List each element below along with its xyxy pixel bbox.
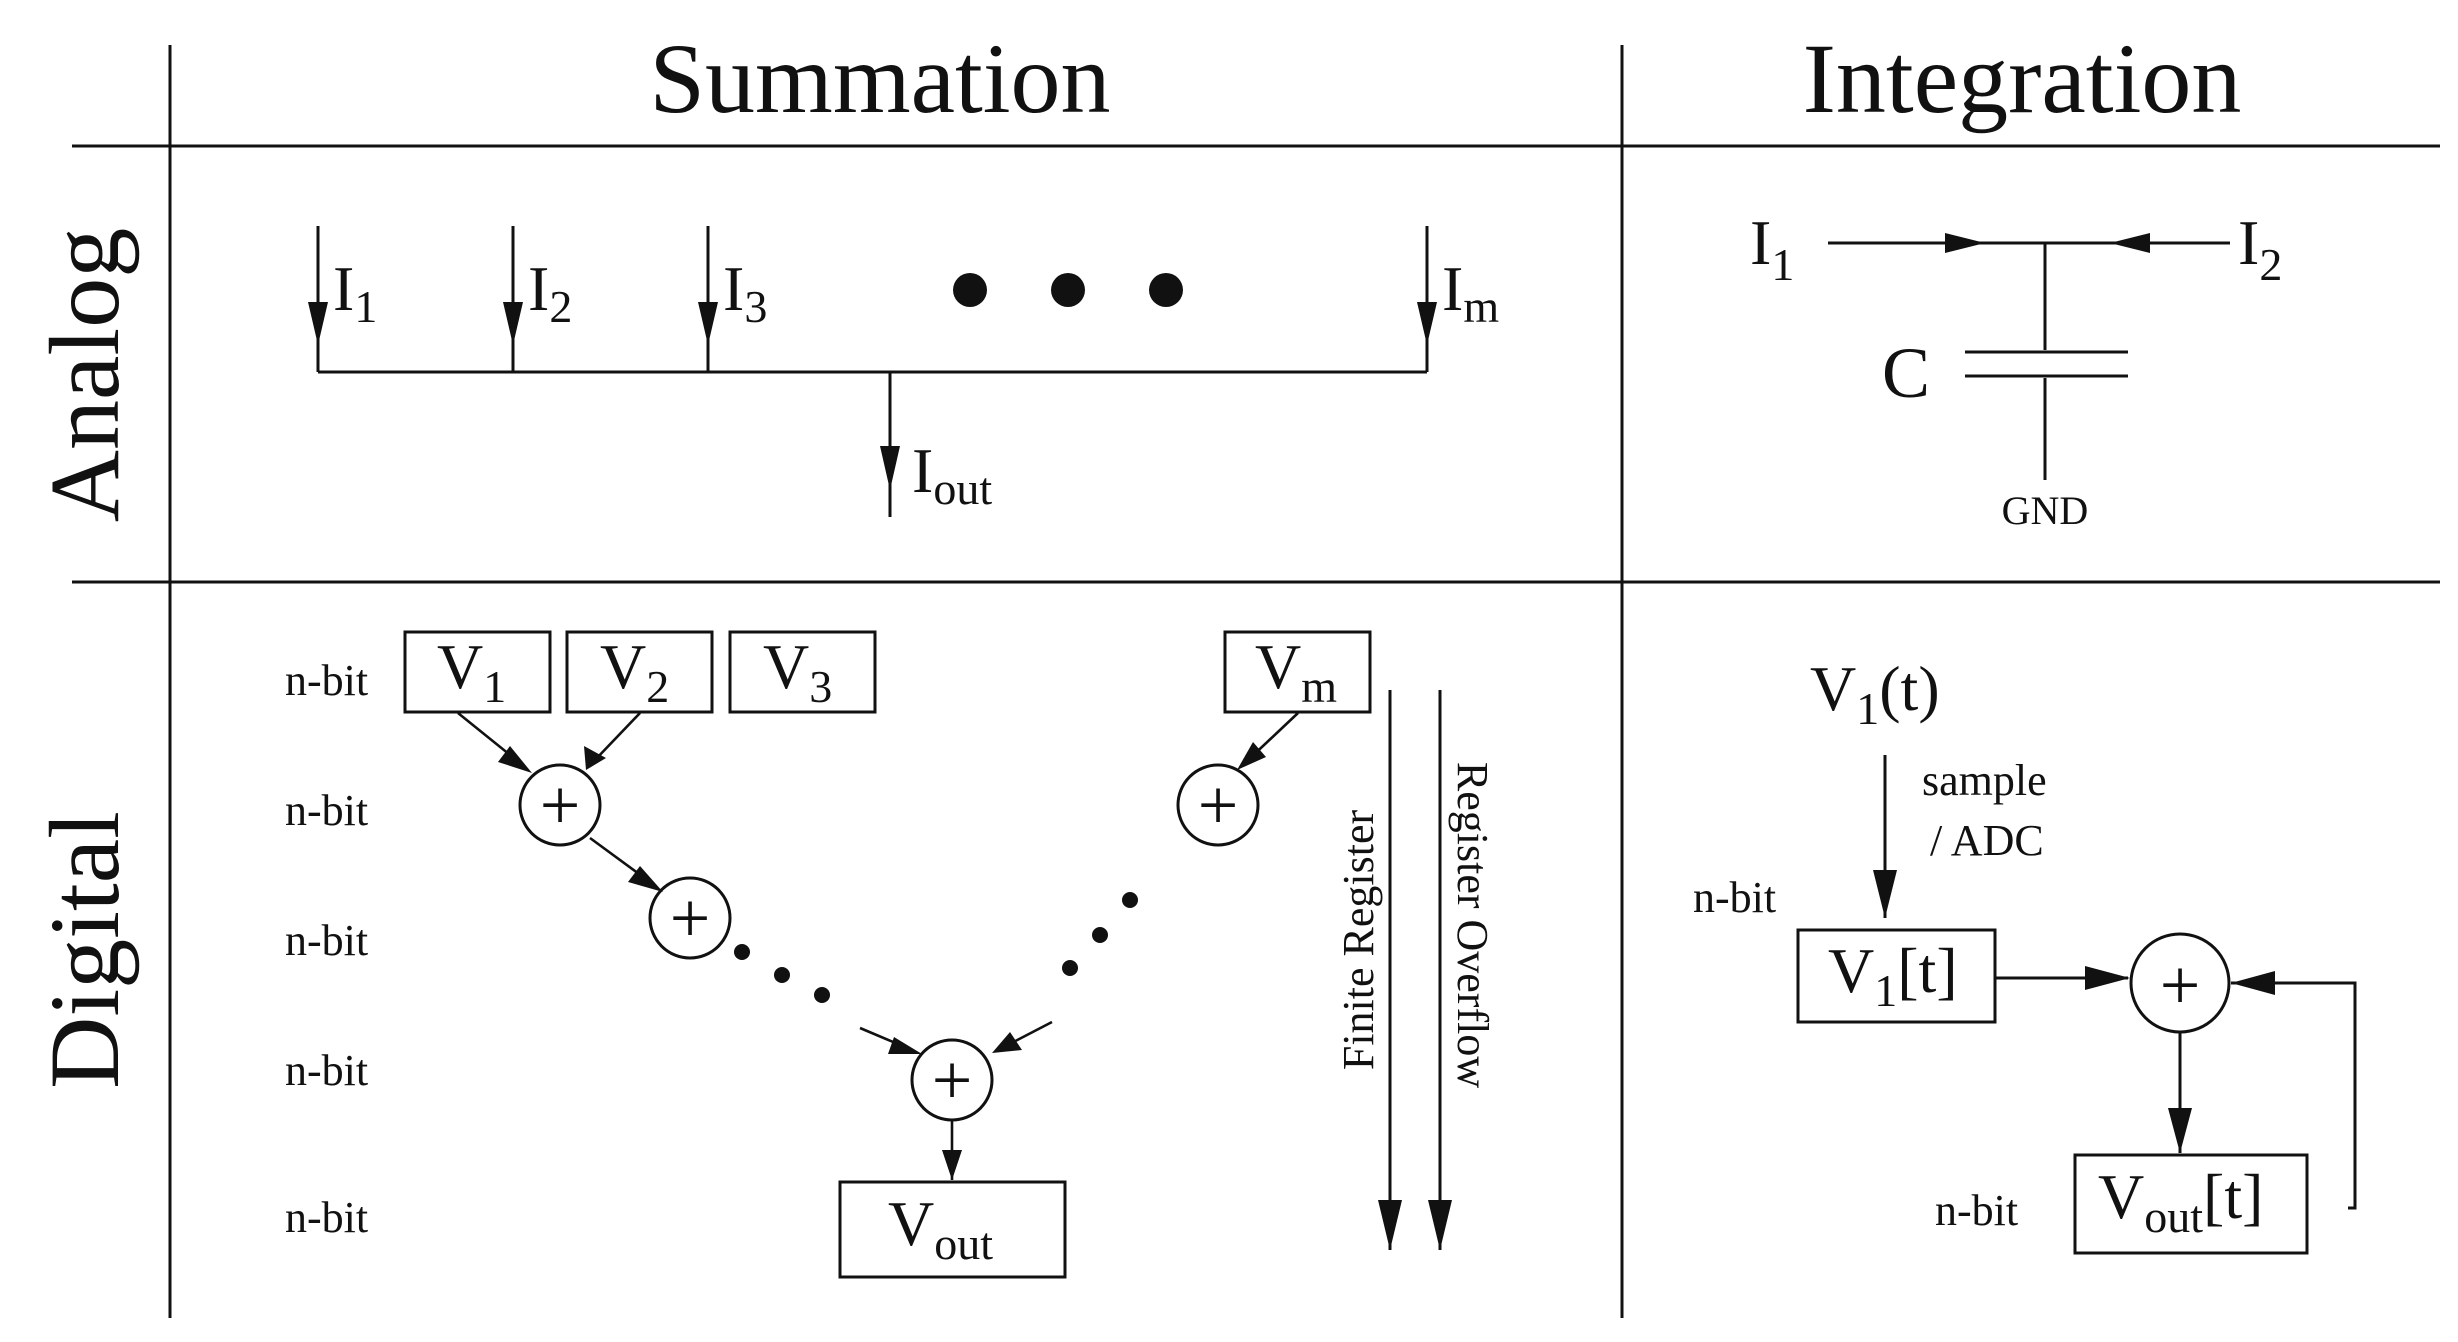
analog-input-label: Im — [1442, 253, 1499, 332]
register-overflow-label: Register Overflow — [1448, 762, 1497, 1088]
bit-label: n-bit — [285, 656, 368, 705]
ellipsis-dot — [1051, 273, 1085, 307]
sampled-register-label: V1[t] — [1828, 935, 1958, 1016]
output-register-label: Vout — [888, 1188, 993, 1269]
bit-label: n-bit — [1693, 873, 1776, 922]
integration-input-left-label: I1 — [1750, 207, 1794, 290]
svg-text:+: + — [670, 878, 711, 958]
ellipsis-dot — [774, 967, 790, 983]
svg-text:+: + — [2160, 945, 2201, 1025]
sample-label: sample — [1922, 756, 2047, 805]
bit-label: n-bit — [285, 916, 368, 965]
adder-node: + — [2129, 932, 2231, 1034]
finite-register-label: Finite Register — [1334, 810, 1383, 1071]
svg-text:+: + — [540, 765, 581, 845]
bit-label: n-bit — [285, 1046, 368, 1095]
summation-tree-arrows — [457, 711, 1299, 1180]
analog-input-label: I3 — [723, 253, 767, 332]
register-box — [565, 630, 714, 714]
header-summation: Summation — [649, 23, 1110, 134]
signal-label: V1(t) — [1810, 653, 1940, 734]
register-label: V3 — [763, 631, 832, 712]
register-box — [1223, 630, 1372, 714]
capacitor-label: C — [1882, 333, 1930, 413]
adc-label: / ADC — [1930, 816, 2044, 865]
table-grid — [72, 45, 2440, 1318]
ellipsis-dot — [1149, 273, 1183, 307]
ellipsis-dot — [1062, 960, 1078, 976]
bit-label: n-bit — [285, 1193, 368, 1242]
sample-arrow — [1873, 755, 1897, 918]
svg-text:+: + — [932, 1040, 973, 1120]
accumulator-register-label: Vout[t] — [2098, 1161, 2263, 1242]
header-digital: Digital — [29, 811, 140, 1089]
sampled-register-box — [1796, 928, 1997, 1024]
ellipsis-dot — [814, 987, 830, 1003]
analog-integration-circuit — [1828, 233, 2230, 480]
header-integration: Integration — [1803, 23, 2242, 134]
integration-input-right-label: I2 — [2238, 207, 2282, 290]
accumulator-register-box — [2073, 1153, 2309, 1255]
analog-summation-circuit — [308, 226, 1437, 517]
ellipsis-dot — [953, 273, 987, 307]
adder-node: + — [910, 1038, 994, 1122]
analog-input-label: I2 — [528, 253, 572, 332]
register-label: V1 — [437, 631, 506, 712]
ellipsis-dot — [1092, 927, 1108, 943]
adder-node: + — [518, 763, 602, 847]
adder-node: + — [1176, 763, 1260, 847]
ellipsis-dot — [1122, 892, 1138, 908]
header-analog: Analog — [29, 228, 140, 522]
bit-label: n-bit — [1935, 1186, 2018, 1235]
ellipsis-dot — [734, 944, 750, 960]
register-label: Vm — [1255, 631, 1337, 712]
output-register-box — [838, 1180, 1067, 1279]
analog-input-label: I1 — [333, 253, 377, 332]
bit-label: n-bit — [285, 786, 368, 835]
register-box — [728, 630, 877, 714]
adder-node: + — [648, 876, 732, 960]
analog-output-label: Iout — [912, 435, 992, 514]
bit-width-labels: n-bit n-bit n-bit n-bit n-bit — [285, 656, 368, 1242]
overflow-arrows — [1378, 690, 1452, 1250]
register-box — [403, 630, 552, 714]
ground-label: GND — [2002, 488, 2089, 533]
accumulator-arrows — [1995, 966, 2357, 1210]
register-label: V2 — [600, 631, 669, 712]
svg-text:+: + — [1198, 765, 1239, 845]
